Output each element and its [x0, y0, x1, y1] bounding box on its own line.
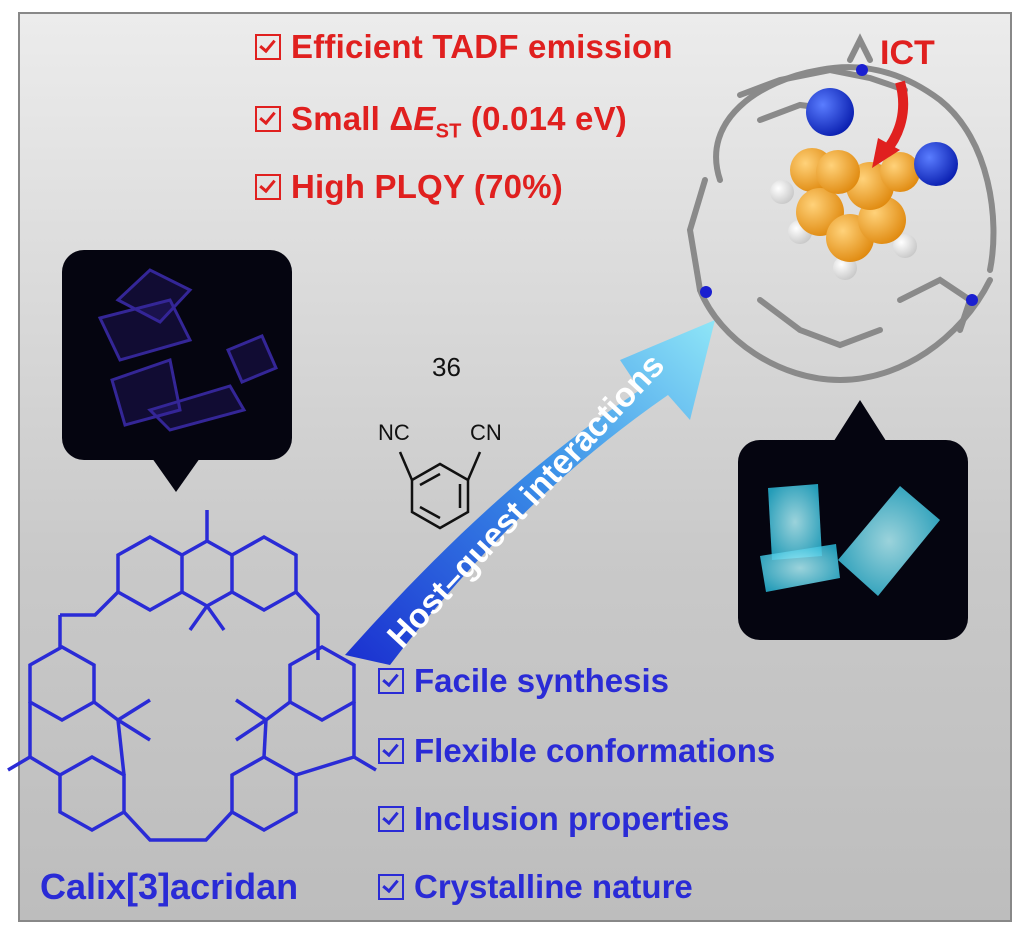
feature-delta-est: Small ΔEST (0.014 eV): [255, 100, 627, 144]
checkbox-icon: [378, 874, 404, 900]
feature-label: High PLQY (70%): [291, 168, 563, 205]
guest-crystal-callout: [738, 400, 968, 640]
guest-cn-right: CN: [470, 420, 502, 445]
feature-inclusion-properties: Inclusion properties: [378, 800, 729, 838]
guest-molecule-structure: [398, 451, 482, 530]
feature-label: Inclusion properties: [414, 800, 730, 837]
feature-label: Crystalline nature: [414, 868, 693, 905]
guest-nc-left: NC: [378, 420, 410, 445]
checkbox-icon: [255, 174, 281, 200]
feature-label-prefix: Small Δ: [291, 100, 414, 137]
host-crystal-callout: [62, 250, 292, 492]
host-guest-complex: [686, 33, 997, 384]
feature-plqy: High PLQY (70%): [255, 168, 563, 206]
feature-crystalline-nature: Crystalline nature: [378, 868, 693, 906]
host-guest-arrow: Host–guest interactions: [345, 320, 715, 665]
feature-label-suffix: (0.014 eV): [461, 100, 627, 137]
feature-label-italic: E: [413, 100, 436, 137]
checkbox-icon: [378, 738, 404, 764]
feature-label: Efficient TADF emission: [291, 28, 673, 65]
host-molecule-structure: [7, 510, 377, 842]
feature-label: Facile synthesis: [414, 662, 669, 699]
guest-number: 36: [432, 352, 461, 382]
checkbox-icon: [378, 668, 404, 694]
feature-flexible-conformations: Flexible conformations: [378, 732, 775, 770]
feature-tadf: Efficient TADF emission: [255, 28, 673, 66]
feature-facile-synthesis: Facile synthesis: [378, 662, 669, 700]
checkbox-icon: [255, 34, 281, 60]
checkbox-icon: [255, 106, 281, 132]
ict-label: ICT: [880, 34, 935, 72]
checkbox-icon: [378, 806, 404, 832]
feature-label: Flexible conformations: [414, 732, 776, 769]
feature-label-subscript: ST: [435, 120, 462, 143]
arrow-label: Host–guest interactions: [380, 346, 672, 655]
host-name: Calix[3]acridan: [40, 866, 299, 907]
